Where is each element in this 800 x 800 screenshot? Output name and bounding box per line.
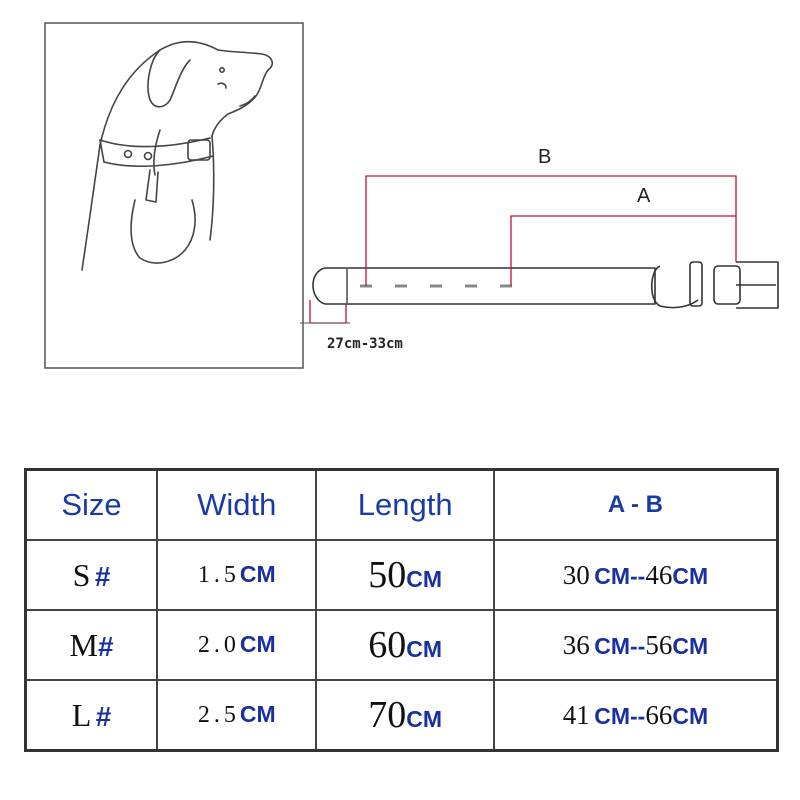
- header-width: Width: [156, 468, 318, 541]
- width-value: 2.5: [197, 702, 240, 728]
- size-letter: S: [72, 556, 91, 593]
- size-mark: #: [95, 700, 112, 732]
- b-unit: CM: [672, 562, 709, 589]
- size-cell: S #: [24, 539, 159, 611]
- width-unit: CM: [239, 631, 276, 657]
- size-letter: L: [71, 696, 92, 733]
- range-separator: --: [630, 632, 646, 659]
- table-header-row: Size Width Length A - B: [24, 468, 779, 541]
- a-value: 41: [562, 699, 590, 730]
- length-unit: CM: [406, 636, 443, 662]
- neck-range-label: 27cm-33cm: [327, 336, 403, 352]
- a-unit: CM: [594, 632, 631, 659]
- width-unit: CM: [239, 701, 276, 727]
- length-cell: 70CM: [315, 679, 495, 752]
- a-b-cell: 30 CM--46CM: [492, 539, 779, 611]
- length-cell: 60CM: [315, 609, 495, 681]
- b-unit: CM: [672, 632, 709, 659]
- table-row: L # 2.5CM 70CM 41 CM--66CM: [24, 679, 779, 752]
- width-value: 2.0: [197, 632, 240, 658]
- width-cell: 1.5CM: [156, 539, 318, 611]
- illustration: [44, 22, 779, 369]
- a-unit: CM: [594, 702, 631, 729]
- b-value: 66: [645, 699, 673, 730]
- size-table: Size Width Length A - B S # 1.5CM 50CM 3…: [24, 468, 779, 752]
- a-b-cell: 41 CM--66CM: [492, 679, 779, 752]
- b-value: 56: [645, 629, 673, 660]
- width-cell: 2.5CM: [156, 679, 318, 752]
- length-unit: CM: [406, 566, 443, 592]
- b-value: 46: [645, 559, 673, 590]
- size-cell: L #: [24, 679, 159, 752]
- a-value: 30: [562, 559, 590, 590]
- length-value: 50: [368, 554, 407, 596]
- a-value: 36: [562, 629, 590, 660]
- table-row: S # 1.5CM 50CM 30 CM--46CM: [24, 539, 779, 611]
- table-row: M# 2.0CM 60CM 36 CM--56CM: [24, 609, 779, 681]
- size-cell: M#: [24, 609, 159, 681]
- size-mark: #: [94, 560, 111, 592]
- a-unit: CM: [594, 562, 631, 589]
- length-value: 70: [368, 694, 407, 736]
- label-b: B: [538, 146, 552, 168]
- header-a-b: A - B: [492, 468, 779, 541]
- header-length: Length: [315, 468, 495, 541]
- header-size: Size: [24, 468, 159, 541]
- dog-wearing-collar-icon: [81, 40, 274, 271]
- length-cell: 50CM: [315, 539, 495, 611]
- a-b-cell: 36 CM--56CM: [492, 609, 779, 681]
- width-value: 1.5: [197, 562, 240, 588]
- measurement-lines: [309, 175, 737, 324]
- size-mark: #: [97, 630, 114, 662]
- size-letter: M: [69, 626, 98, 663]
- label-a: A: [637, 185, 651, 207]
- b-unit: CM: [672, 702, 709, 729]
- range-separator: --: [630, 562, 646, 589]
- dog-collar-icon: [312, 261, 779, 309]
- length-value: 60: [368, 624, 407, 666]
- dog-illustration-frame: [44, 22, 304, 369]
- length-unit: CM: [406, 706, 443, 732]
- width-cell: 2.0CM: [156, 609, 318, 681]
- range-separator: --: [630, 702, 646, 729]
- width-unit: CM: [239, 561, 276, 587]
